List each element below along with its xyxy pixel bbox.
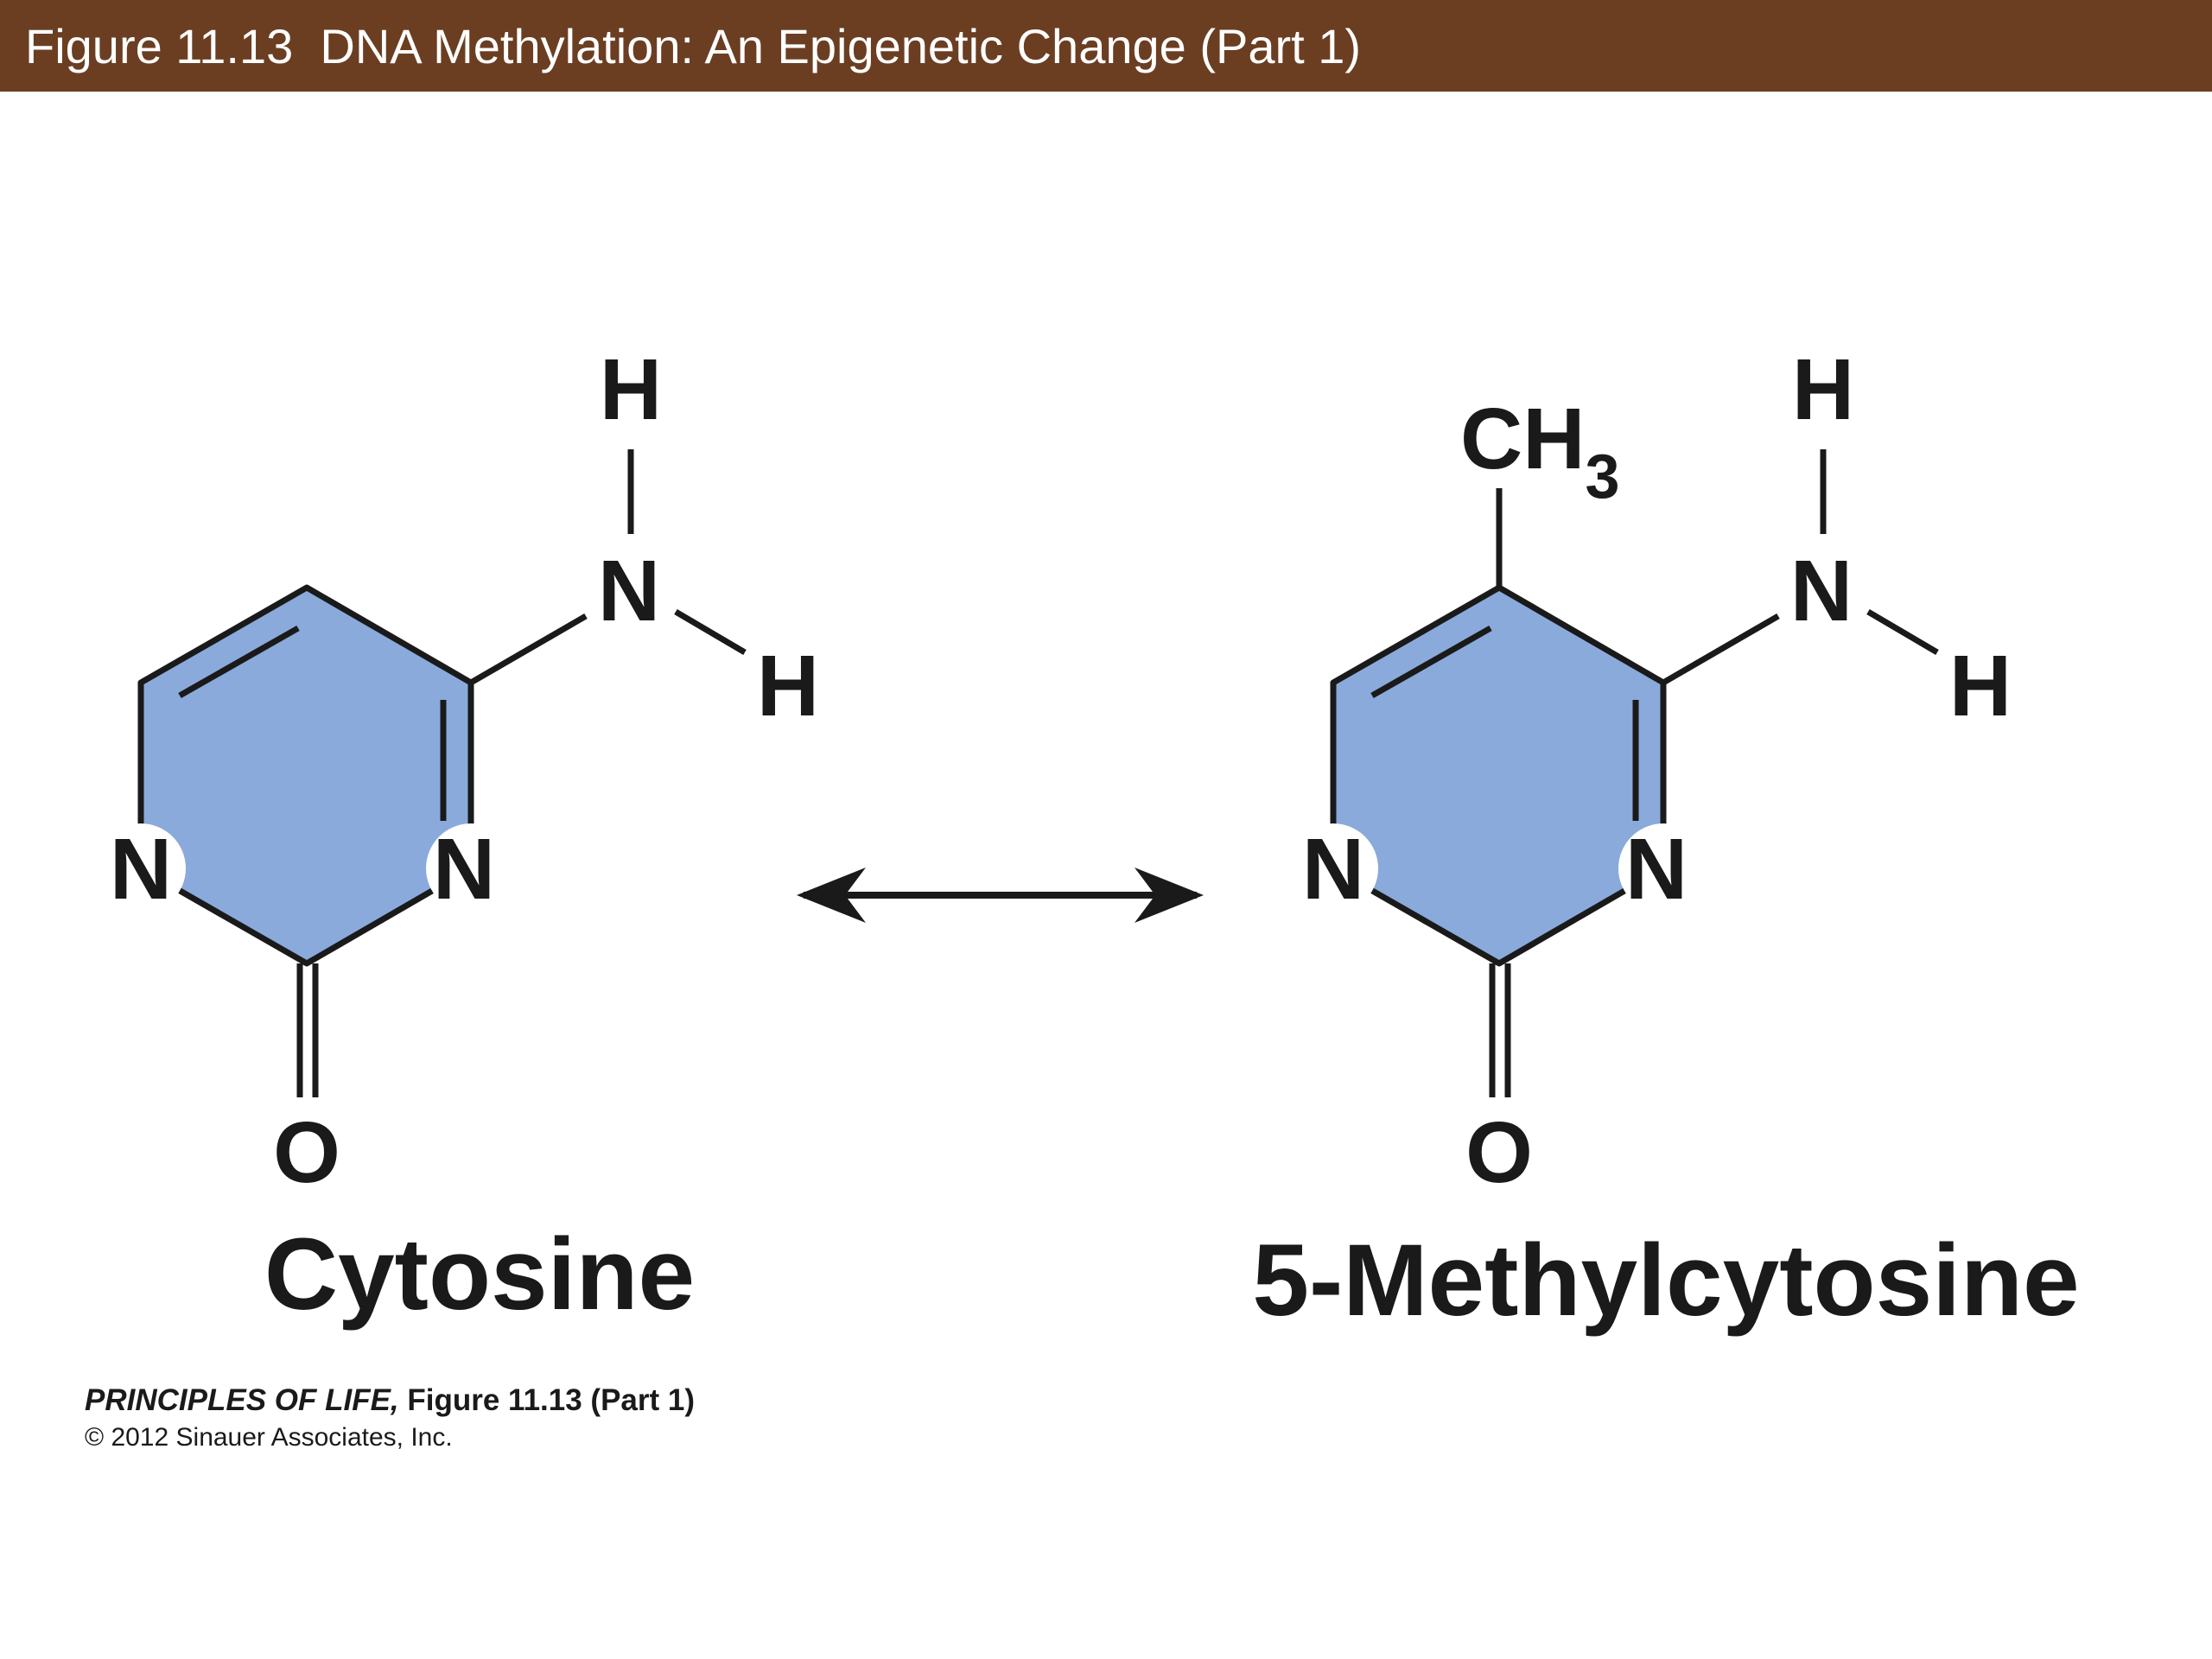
cytosine-atom-n1: N xyxy=(110,821,172,918)
cytosine-atom-n3: N xyxy=(433,821,495,918)
methylcytosine-ring xyxy=(1330,584,1667,967)
credit-figure-ref: Figure 11.13 (Part 1) xyxy=(398,1383,696,1417)
cytosine-double-bond-c5c6 xyxy=(178,625,300,699)
cytosine-atom-h-side: H xyxy=(757,638,819,734)
methylcytosine-structure: N N O N H H CH3 5-Methylcytosine xyxy=(1252,341,2079,1338)
methyl-subscript: 3 xyxy=(1585,442,1619,512)
page-title: Figure 11.13 DNA Methylation: An Epigene… xyxy=(25,19,1362,73)
cytosine-atom-n-amino: N xyxy=(598,543,660,639)
cytosine-atom-o: O xyxy=(273,1104,340,1201)
credit-source: PRINCIPLES OF LIFE, Figure 11.13 (Part 1… xyxy=(85,1381,695,1421)
cytosine-structure: N N O N H H Cytosine xyxy=(96,341,819,1332)
credit-copyright: © 2012 Sinauer Associates, Inc. xyxy=(85,1422,453,1452)
methylcytosine-atom-n-amino: N xyxy=(1790,543,1853,639)
methylcytosine-atom-h-side: H xyxy=(1949,638,2012,734)
methylcytosine-double-bond-c5c6 xyxy=(1370,625,1492,699)
credit-book-title: PRINCIPLES OF LIFE, xyxy=(85,1383,399,1417)
methylcytosine-label: 5-Methylcytosine xyxy=(1252,1224,2079,1338)
methylcytosine-atom-n1: N xyxy=(1302,821,1364,918)
methyl-ch: CH xyxy=(1460,391,1585,487)
cytosine-ring xyxy=(137,584,474,967)
methylcytosine-atom-o: O xyxy=(1465,1104,1533,1201)
figure-credit: PRINCIPLES OF LIFE, Figure 11.13 (Part 1… xyxy=(85,1381,695,1454)
cytosine-label: Cytosine xyxy=(264,1217,695,1332)
methylcytosine-methyl-group: CH3 xyxy=(1460,391,1619,512)
methylcytosine-atom-n3: N xyxy=(1625,821,1688,918)
cytosine-atom-h-top: H xyxy=(600,341,662,438)
header-bar: Figure 11.13 DNA Methylation: An Epigene… xyxy=(0,0,2212,92)
methylcytosine-atom-h-top: H xyxy=(1792,341,1854,438)
